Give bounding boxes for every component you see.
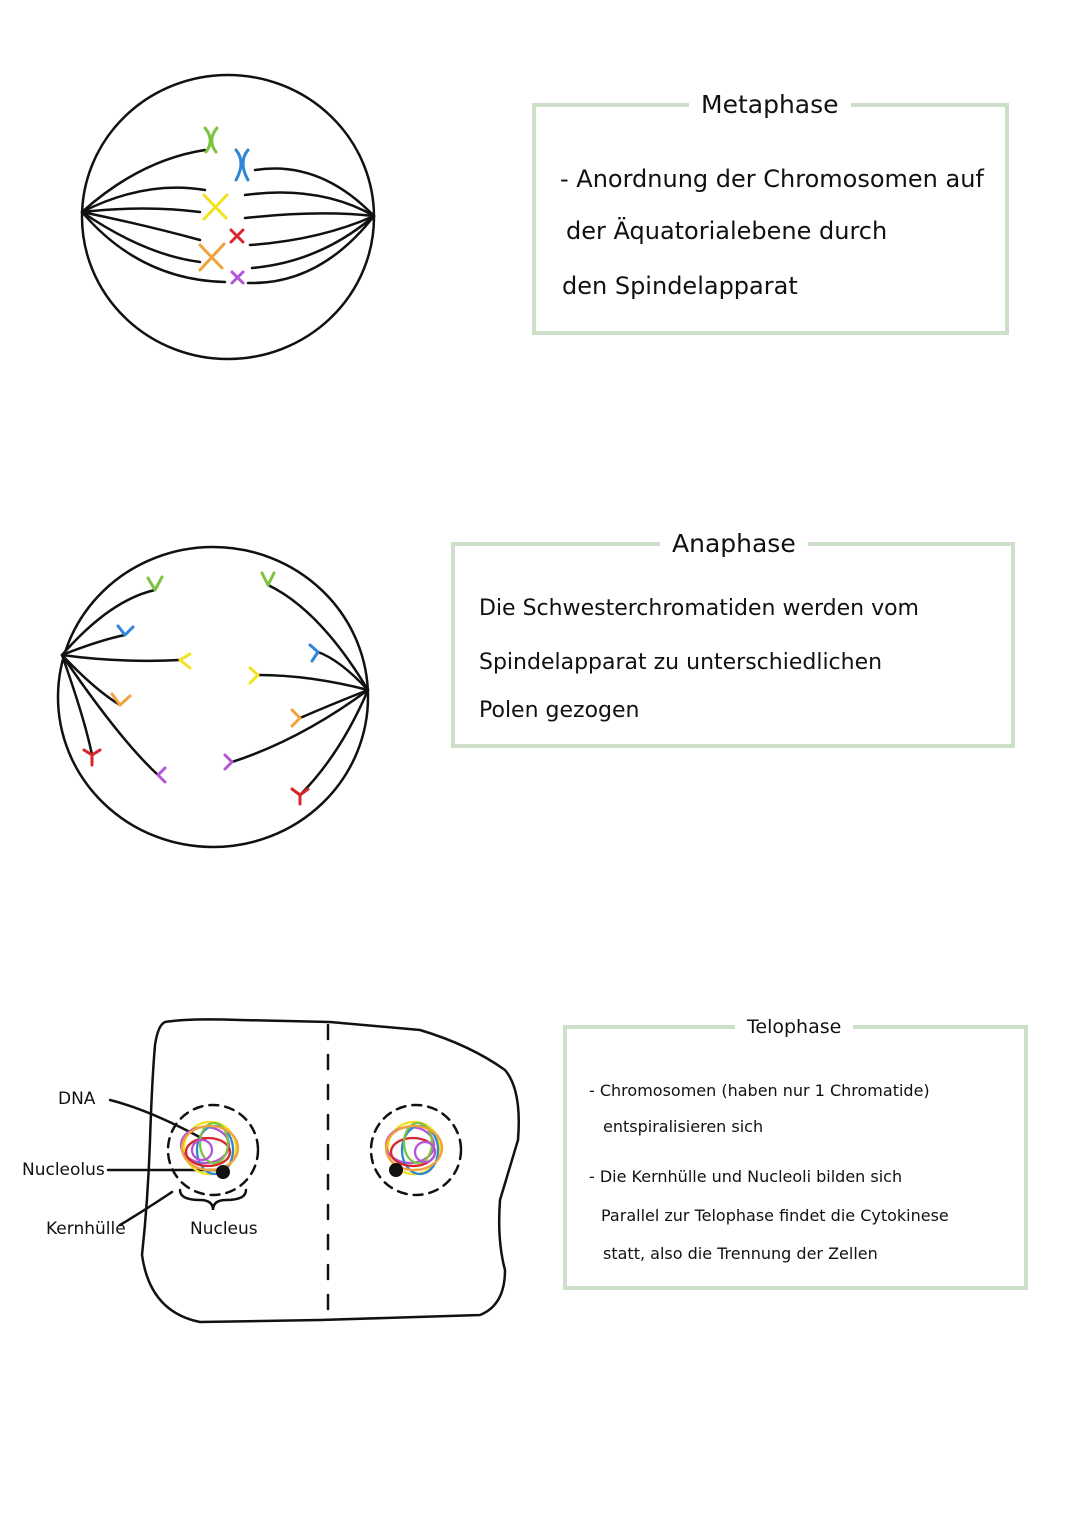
- telophase-cell: [106, 1018, 520, 1324]
- telophase-line-2: entspiralisieren sich: [603, 1117, 764, 1136]
- metaphase-spindle-fibers: [80, 148, 376, 285]
- anaphase-cell: [56, 545, 370, 849]
- anaphase-title: Anaphase: [660, 526, 808, 562]
- chromosome-purple: [230, 270, 245, 285]
- telophase-line-1: - Chromosomen (haben nur 1 Chromatide): [589, 1081, 930, 1100]
- metaphase-line-2: der Äquatorialebene durch: [566, 217, 888, 245]
- nuclear-envelope-left: [166, 1103, 260, 1197]
- dna-pointer: [108, 1098, 207, 1142]
- metaphase-line-3: den Spindelapparat: [562, 272, 798, 300]
- nucleolus-label: Nucleolus: [22, 1160, 105, 1180]
- metaphase-chromosomes: [198, 126, 250, 285]
- telophase-line-3: - Die Kernhülle und Nucleoli bilden sich: [589, 1167, 903, 1186]
- nucleus-brace: [178, 1188, 248, 1211]
- nucleolus-left: [216, 1165, 230, 1179]
- chromatin-left: [179, 1120, 240, 1176]
- anaphase-line-2: Spindelapparat zu unterschiedlichen: [479, 650, 883, 675]
- nucleolus-right: [389, 1163, 403, 1177]
- chromosome-blue: [234, 148, 250, 182]
- telophase-title: Telophase: [735, 1009, 854, 1045]
- metaphase-box: Metaphase - Anordnung der Chromosomen au…: [532, 87, 1009, 335]
- chromosome-orange: [198, 242, 226, 272]
- metaphase-cell-membrane: [80, 73, 376, 361]
- anaphase-line-3: Polen gezogen: [479, 698, 640, 723]
- anaphase-line-1: Die Schwesterchromatiden werden vom: [479, 596, 919, 621]
- chromosome-green: [203, 126, 219, 154]
- nuclear-envelope-right: [369, 1103, 463, 1197]
- chromosome-yellow: [202, 193, 229, 221]
- telophase-line-4: Parallel zur Telophase findet die Cytoki…: [601, 1206, 949, 1225]
- metaphase-cell: [80, 73, 376, 361]
- telophase-cell-membrane: [140, 1018, 520, 1324]
- chromatin-right: [384, 1120, 444, 1176]
- metaphase-title: Metaphase: [689, 87, 851, 123]
- telophase-line-5: statt, also die Trennung der Zellen: [603, 1244, 878, 1263]
- chromosome-red: [229, 228, 245, 244]
- anaphase-chromatids: [82, 571, 320, 806]
- nucleus-label: Nucleus: [190, 1219, 258, 1239]
- metaphase-line-1: - Anordnung der Chromosomen auf: [560, 165, 984, 193]
- anaphase-box: Anaphase Die Schwesterchromatiden werden…: [451, 526, 1015, 748]
- kernhuelle-label: Kernhülle: [46, 1219, 126, 1239]
- dna-label: DNA: [58, 1089, 96, 1109]
- anaphase-cell-membrane: [56, 545, 370, 849]
- kernhuelle-pointer: [118, 1190, 174, 1227]
- telophase-box: Telophase - Chromosomen (haben nur 1 Chr…: [563, 1009, 1028, 1290]
- anaphase-spindle-fibers: [60, 583, 370, 797]
